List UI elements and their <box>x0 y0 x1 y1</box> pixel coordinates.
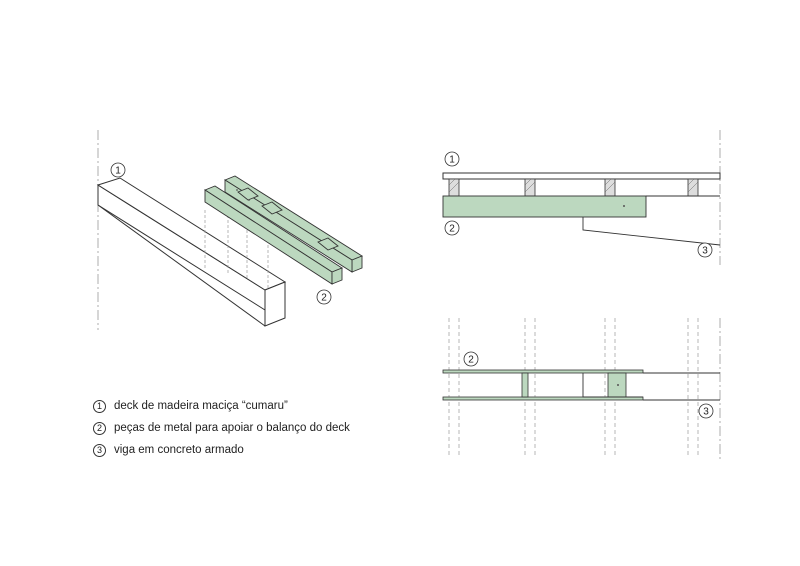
legend-item-label: viga em concreto armado <box>114 444 244 456</box>
section-view: 1 2 3 <box>442 130 721 265</box>
section-marker-beam-label: 3 <box>702 246 708 257</box>
section-marker-deck-label: 1 <box>449 155 455 166</box>
legend-item-label: peças de metal para apoiar o balanço do … <box>114 422 350 434</box>
section-marker-deck: 1 <box>444 151 460 167</box>
iso-concrete-beam <box>96 177 287 327</box>
section-deck <box>442 172 721 180</box>
iso-bolts <box>236 189 250 201</box>
plan-metal-rails <box>442 369 644 401</box>
plan-metal-bolt <box>617 384 619 386</box>
plan-marker-beam-label: 3 <box>703 407 709 418</box>
iso-metal-pieces <box>204 175 363 285</box>
legend-item-metal: 2 peças de metal para apoiar o balanço d… <box>93 417 350 439</box>
legend-number-badge: 1 <box>93 399 106 413</box>
section-marker-metal: 2 <box>444 220 460 236</box>
legend-item-beam: 3 viga em concreto armado <box>93 439 350 461</box>
legend: 1 deck de madeira maciça “cumaru” 2 peça… <box>93 395 350 461</box>
plan-marker-metal: 2 <box>463 351 479 367</box>
legend-item-deck: 1 deck de madeira maciça “cumaru” <box>93 395 350 417</box>
section-metal-bolt <box>623 205 625 207</box>
section-concrete-beam <box>582 217 721 246</box>
isometric-view: 1 2 <box>96 130 363 330</box>
legend-number-badge: 2 <box>93 421 106 435</box>
plan-concrete-beam <box>582 372 720 401</box>
plan-marker-metal-label: 2 <box>468 355 474 366</box>
plan-joist-lines <box>448 318 699 455</box>
legend-number-badge: 3 <box>93 443 106 457</box>
plan-marker-beam: 3 <box>698 403 714 419</box>
section-metal-piece <box>442 195 647 218</box>
plan-view: 2 3 <box>442 318 721 460</box>
iso-marker-metal: 2 <box>316 289 332 305</box>
legend-item-label: deck de madeira maciça “cumaru” <box>114 400 288 412</box>
iso-marker-deck: 1 <box>110 162 126 178</box>
iso-marker-deck-label: 1 <box>115 166 121 177</box>
section-joist-hatch <box>448 178 699 193</box>
section-joists <box>448 178 699 197</box>
section-marker-beam: 3 <box>697 242 713 258</box>
section-marker-metal-label: 2 <box>449 224 455 235</box>
iso-marker-metal-label: 2 <box>321 293 327 304</box>
